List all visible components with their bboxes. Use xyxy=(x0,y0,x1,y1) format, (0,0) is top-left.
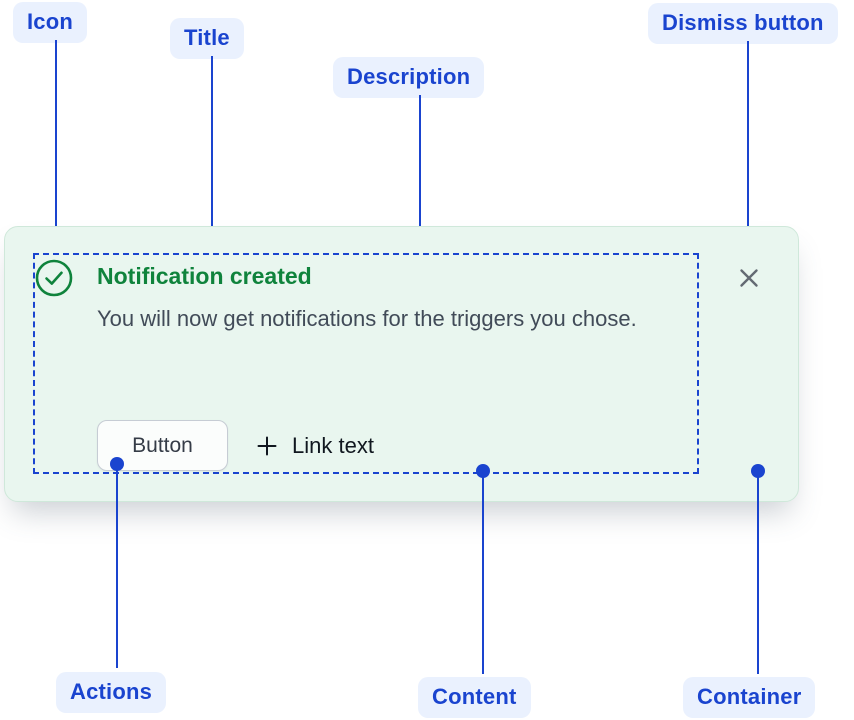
callout-label-description: Description xyxy=(333,57,485,98)
callout-label-actions: Actions xyxy=(56,672,167,713)
connector-dot-actions xyxy=(110,457,124,471)
check-circle-icon xyxy=(35,259,73,297)
close-icon xyxy=(737,266,761,290)
connector-dot-content xyxy=(476,464,490,478)
toast-title: Notification created xyxy=(97,263,312,289)
toast-description: You will now get notifications for the t… xyxy=(97,306,637,331)
callout-label-container: Container xyxy=(683,677,816,718)
connector-line-title xyxy=(211,56,213,256)
toast-action-link[interactable]: Link text xyxy=(249,420,380,471)
dismiss-button[interactable] xyxy=(733,262,765,294)
connector-line-dismiss xyxy=(747,41,749,241)
callout-label-title: Title xyxy=(170,18,244,59)
connector-line-description xyxy=(419,95,421,296)
callout-label-content: Content xyxy=(418,677,531,718)
connector-line-container xyxy=(757,476,759,674)
plus-icon xyxy=(255,434,279,458)
callout-label-icon: Icon xyxy=(13,2,88,43)
toast-action-button[interactable]: Button xyxy=(97,420,228,471)
toast-link-label: Link text xyxy=(292,432,374,458)
connector-line-content xyxy=(482,476,484,674)
callout-label-dismiss: Dismiss button xyxy=(648,3,838,44)
connector-line-icon xyxy=(55,40,57,240)
connector-line-actions xyxy=(116,469,118,668)
connector-dot-container xyxy=(751,464,765,478)
